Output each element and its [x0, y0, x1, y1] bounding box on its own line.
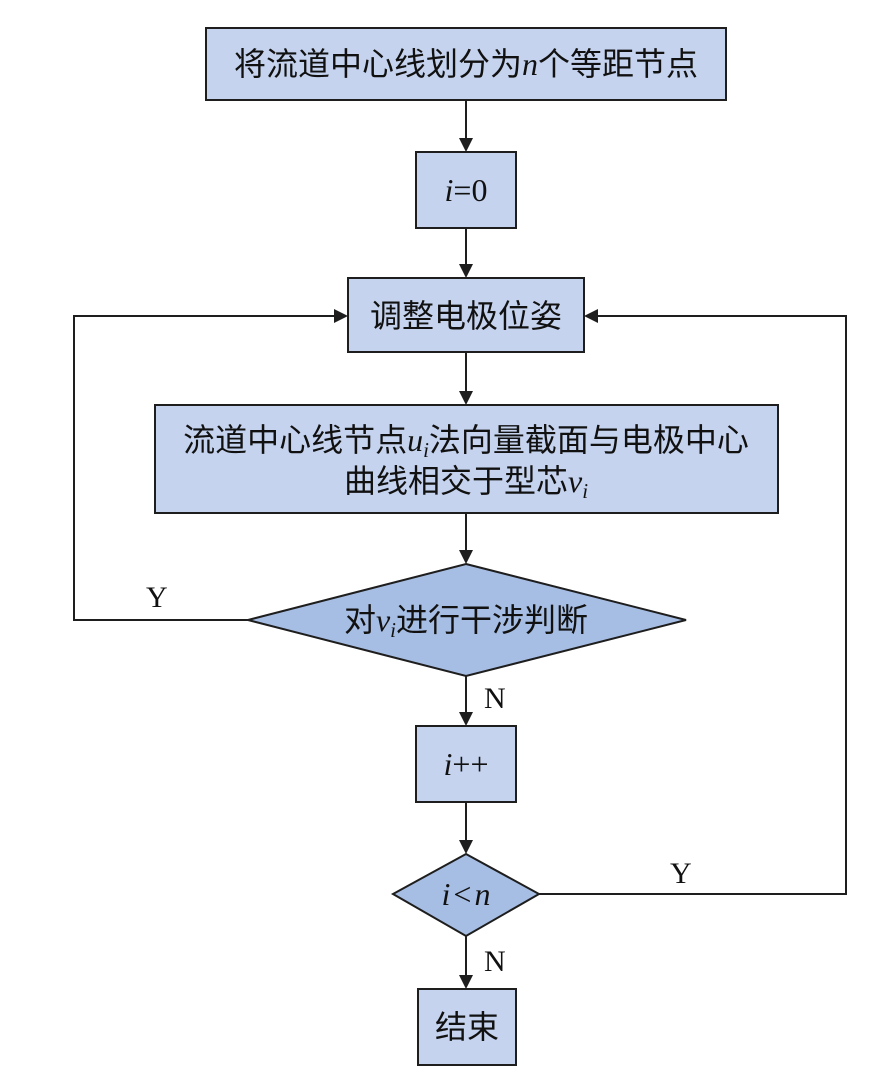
- decision-check-label: 对vi进行干涉判断: [344, 601, 588, 642]
- node-intersect-line1: 流道中心线节点ui法向量截面与电极中心: [183, 421, 749, 462]
- arrowhead: [459, 550, 473, 564]
- node-init: i=0: [415, 151, 517, 229]
- node-increment-label: i++: [444, 746, 489, 782]
- decision-loop: i<n: [390, 852, 542, 938]
- arrowhead: [459, 975, 473, 989]
- node-end-label: 结束: [435, 1008, 499, 1046]
- arrowhead: [459, 138, 473, 152]
- arrowhead: [459, 712, 473, 726]
- node-adjust: 调整电极位姿: [347, 277, 585, 353]
- edge-label-loop-yes: Y: [670, 857, 692, 890]
- node-intersect: 流道中心线节点ui法向量截面与电极中心 曲线相交于型芯vi: [154, 404, 779, 514]
- edge-label-check-yes: Y: [146, 581, 168, 614]
- node-adjust-label: 调整电极位姿: [370, 297, 562, 335]
- decision-loop-label: i<n: [442, 876, 491, 912]
- arrowhead: [334, 309, 348, 323]
- node-init-label: i=0: [445, 172, 488, 208]
- arrowhead: [584, 309, 598, 323]
- connectors: [73, 100, 847, 989]
- node-increment: i++: [415, 725, 517, 803]
- node-divide-label: 将流道中心线划分为n个等距节点: [234, 45, 698, 83]
- arrowhead: [459, 840, 473, 854]
- node-divide: 将流道中心线划分为n个等距节点: [205, 27, 727, 101]
- node-end: 结束: [417, 988, 517, 1066]
- arrowhead: [459, 391, 473, 405]
- node-intersect-line2: 曲线相交于型芯vi: [344, 462, 588, 503]
- edge-check-yes-loop: [73, 315, 334, 621]
- edge-label-loop-no: N: [484, 945, 506, 978]
- edge-loop-yes: [539, 315, 847, 895]
- arrowhead: [459, 264, 473, 278]
- decision-check: 对vi进行干涉判断: [247, 562, 687, 678]
- edge-label-check-no: N: [484, 682, 506, 715]
